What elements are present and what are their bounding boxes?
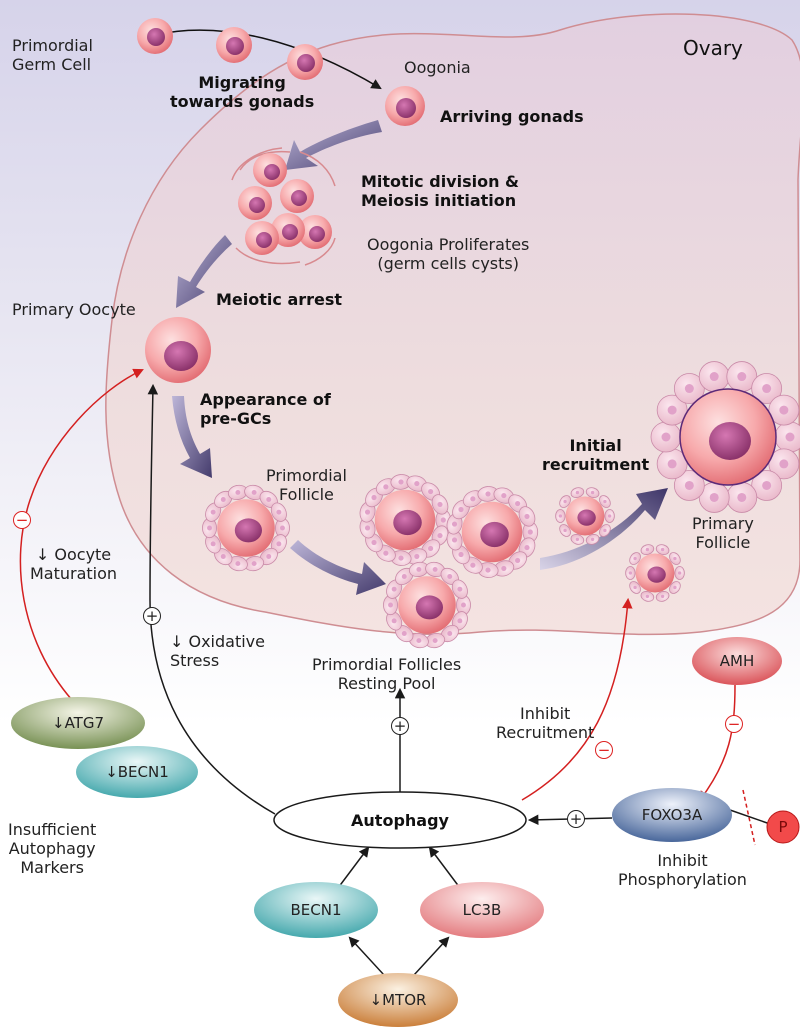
becn1-node-shape bbox=[254, 882, 378, 938]
recruitment-arrow bbox=[540, 488, 668, 570]
autophagy-node-shape bbox=[273, 791, 527, 849]
plus-sign-pool: + bbox=[391, 717, 409, 735]
amh-to-foxo3a-line bbox=[698, 684, 736, 802]
mtor-node: ↓MTOR bbox=[369, 991, 427, 1009]
atg7-node-shape bbox=[11, 697, 145, 749]
minus-sign-oocyte: − bbox=[13, 511, 31, 529]
follicle bbox=[625, 544, 685, 602]
minus-sign-recruitment: − bbox=[595, 741, 613, 759]
process-arrow-4 bbox=[290, 540, 386, 595]
follicle bbox=[383, 561, 471, 649]
phospho-node: P bbox=[778, 818, 788, 836]
becn1-to-autophagy-line bbox=[337, 846, 370, 889]
phospho-tether bbox=[729, 809, 774, 826]
lc3b-node: LC3B bbox=[462, 901, 502, 919]
follicle bbox=[446, 486, 539, 578]
becn1-low-node-shape bbox=[76, 746, 198, 798]
migrating-label: Migrating towards gonads bbox=[170, 73, 315, 112]
foxo3a-node-shape bbox=[612, 788, 732, 842]
amh-node-shape bbox=[692, 637, 782, 685]
mtor-to-lc3b-line bbox=[413, 936, 450, 976]
arriving-gonads-label: Arriving gonads bbox=[440, 107, 584, 126]
follicle bbox=[555, 487, 615, 545]
mitotic-division-label: Mitotic division & Meiosis initiation bbox=[361, 172, 519, 211]
appearance-pre-gcs-label: Appearance of pre-GCs bbox=[200, 390, 331, 429]
foxo3a-node: FOXO3A bbox=[641, 806, 703, 824]
oocyte-maturation-label: ↓ Oocyte Maturation bbox=[30, 545, 118, 584]
becn1-node: BECN1 bbox=[290, 901, 342, 919]
follicle bbox=[359, 474, 452, 566]
lc3b-node-shape bbox=[420, 882, 544, 938]
primordial-germ-cells bbox=[137, 18, 323, 80]
amh-node: AMH bbox=[719, 652, 755, 670]
primary-follicle-label: Primary Follicle bbox=[692, 514, 754, 553]
initial-recruitment-label: Initial recruitment bbox=[542, 436, 650, 475]
primary-oocyte-label: Primary Oocyte bbox=[12, 300, 136, 319]
minus-sign-amh: − bbox=[725, 715, 743, 733]
primary-follicle-cell bbox=[650, 361, 800, 513]
process-arrow-2 bbox=[176, 235, 232, 308]
lc3b-to-autophagy-line bbox=[428, 846, 461, 889]
meiotic-arrest-label: Meiotic arrest bbox=[216, 290, 343, 309]
process-arrow-1 bbox=[285, 120, 382, 170]
primordial-follicles bbox=[202, 474, 685, 649]
inhibit-phosphorylation-label: Inhibit Phosphorylation bbox=[618, 851, 747, 890]
germ-cell-cyst bbox=[231, 147, 336, 266]
plus-sign-oxidative: + bbox=[143, 607, 161, 625]
phospho-block bbox=[742, 789, 756, 846]
resting-pool-label: Primordial Follicles Resting Pool bbox=[312, 655, 462, 694]
oxidative-stress-label: ↓ Oxidative Stress bbox=[170, 632, 265, 671]
insufficient-markers-label: Insufficient Autophagy Markers bbox=[8, 820, 97, 878]
mtor-to-becn1-line bbox=[348, 936, 385, 976]
mtor-node-shape bbox=[338, 973, 458, 1027]
autophagy-to-oocyte-line bbox=[147, 383, 276, 815]
plus-sign-foxo3a: + bbox=[567, 810, 585, 828]
migration-path bbox=[154, 29, 382, 90]
inhibit-oocyte-line bbox=[19, 368, 144, 701]
process-arrow-3 bbox=[172, 396, 212, 478]
phospho-node-shape bbox=[766, 810, 800, 844]
primary-oocyte-cell bbox=[145, 317, 211, 383]
oogonia-label: Oogonia bbox=[404, 58, 471, 77]
becn1-low-node: ↓BECN1 bbox=[105, 763, 169, 781]
oogonia-proliferates-label: Oogonia Proliferates (germ cells cysts) bbox=[367, 235, 530, 274]
ovary-label: Ovary bbox=[683, 36, 743, 60]
atg7-node: ↓ATG7 bbox=[52, 714, 104, 732]
primordial-germ-cell-label: Primordial Germ Cell bbox=[12, 36, 93, 75]
oogonia-cell bbox=[385, 86, 425, 126]
inhibit-recruitment-line bbox=[521, 597, 633, 801]
autophagy-node: Autophagy bbox=[351, 810, 449, 830]
follicle bbox=[202, 484, 290, 572]
inhibit-recruitment-label: Inhibit Recruitment bbox=[496, 704, 595, 743]
primordial-follicle-label: Primordial Follicle bbox=[266, 466, 347, 505]
